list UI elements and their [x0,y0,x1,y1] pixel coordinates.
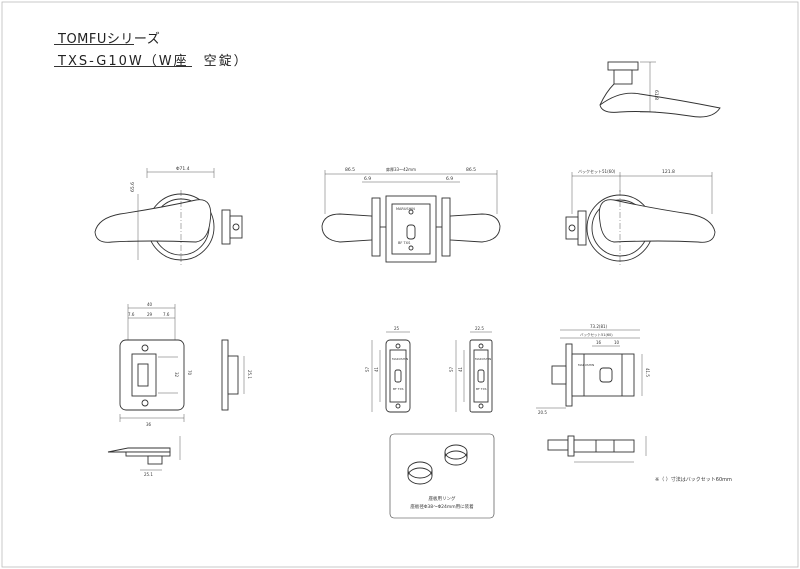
latch2-w-dim: 22.5 [475,326,484,331]
strike-side2-dim: 70 [187,370,192,376]
latch2-h-dim: 57 [449,366,454,372]
latch-bottom-view [547,435,647,463]
front-height-dim: 65.6 [130,182,136,192]
back-backset-dim: バックセット51(60) [578,168,616,174]
latch2-brand: MARUSHIN [475,357,491,361]
strike-plate [119,304,185,422]
strike-a-dim: 7.6 [128,312,135,317]
latch-body [536,329,643,409]
strike-bottom-dim: 36 [146,422,152,427]
model-title: TXS-G10W（W座 空錠） [58,54,249,69]
center-left-dim: 86.5 [345,167,355,173]
back-width-dim: 121.8 [662,169,675,175]
latch-height-dim: 41.5 [645,368,650,377]
center-gap-right-dim: 6.9 [446,176,453,182]
center-right-dim: 86.5 [466,167,476,173]
model-title-underline [54,66,192,67]
latch-total-dim: 73.2(81) [590,324,608,329]
latch-b-dim: 10 [614,340,620,345]
strike-profile [221,339,245,411]
strike-b-dim: 7.6 [163,312,170,317]
bottom-small-dim: 25.1 [144,472,153,477]
strike-w1-dim: 40 [147,302,153,307]
side-height-dim: 61.8 [653,90,659,100]
latch-face-plate-1 [371,331,411,413]
strike-w2-dim: 29 [147,312,153,317]
latch1-h-dim: 57 [365,366,370,372]
strike-right-dim: 25.1 [247,370,252,379]
latch2-code: BF TXS [476,387,487,391]
latch-backset-dim: バックセット51(60) [580,332,613,337]
ring-box [389,433,495,519]
center-door-dim: 扉厚33〜42mm [386,166,416,172]
latch2-h2-dim: 41 [458,366,463,372]
face-code-label: BF TXS [398,241,411,245]
center-gap-left-dim: 6.9 [364,176,371,182]
handle-back-view [565,172,716,266]
handle-cross-section [321,170,501,263]
series-title: TOMFUシリーズ [58,32,161,47]
front-width-dim: Φ71.4 [176,166,190,172]
latch-body-brand: MARUSHIN [578,363,594,367]
latch-face-plate-2 [455,331,493,413]
latch1-brand: MARUSHIN [392,357,408,361]
handle-side-view [599,61,721,118]
latch1-code: BF TXS [393,387,404,391]
strike-side-dim: 32 [174,372,179,378]
ring-caption: 座板用リング [428,497,456,502]
face-brand-label: MARUSHIN [396,207,415,211]
series-title-underline [54,44,134,45]
latch1-h2-dim: 41 [374,366,379,372]
latch1-w-dim: 25 [394,326,400,331]
backset-note: ※（ ）寸法はバックセット60mm [655,477,732,483]
handle-front-view [94,168,243,266]
latch-bottom-dim: 20.5 [538,410,547,415]
strike-bottom-profile [107,436,181,471]
ring-caption-detail: 座板径Φ38〜Φ24mm用に装着 [410,505,474,510]
latch-a-dim: 16 [596,340,602,345]
